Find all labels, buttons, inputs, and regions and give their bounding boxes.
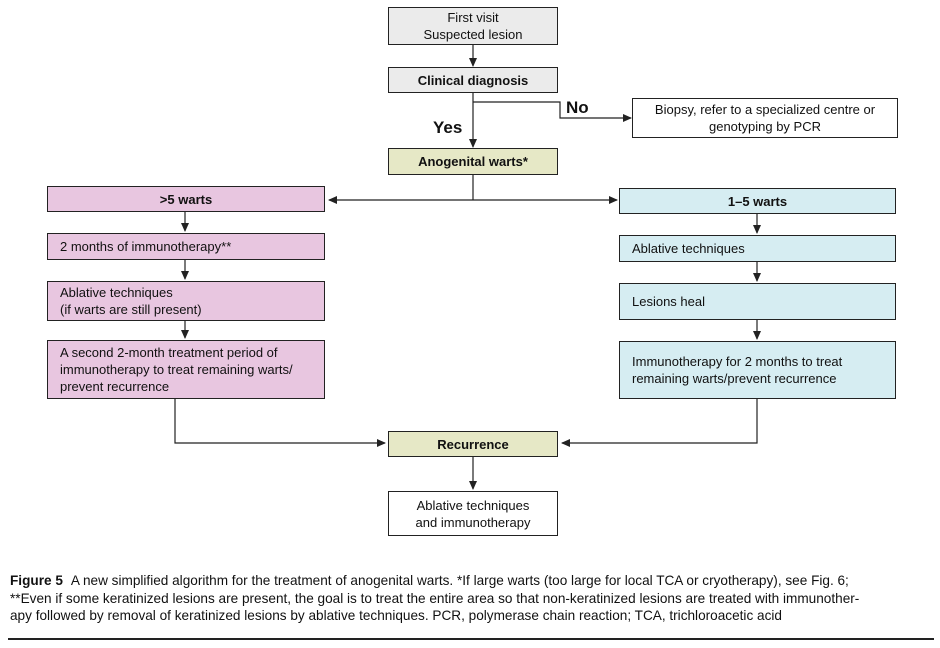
first-visit-line-2: Suspected lesion xyxy=(423,27,523,42)
first-visit-box: First visit Suspected lesion xyxy=(388,7,558,45)
left-second-line-1: A second 2-month treatment period of xyxy=(60,345,278,360)
biopsy-box: Biopsy, refer to a specialized centre or… xyxy=(632,98,898,138)
anogenital-warts-label: Anogenital warts* xyxy=(418,154,528,169)
caption-line-1: Figure 5 A new simplified algorithm for t… xyxy=(10,572,932,590)
left-immunotherapy-label: 2 months of immunotherapy** xyxy=(60,239,232,254)
left-ablative-line-2: (if warts are still present) xyxy=(60,302,202,317)
caption-label: Figure 5 xyxy=(10,573,63,588)
lesions-heal-box: Lesions heal xyxy=(619,283,896,320)
no-label: No xyxy=(566,98,589,117)
left-second-line-2: immunotherapy to treat remaining warts/ xyxy=(60,362,293,377)
one-to-5-warts-box: 1–5 warts xyxy=(619,188,896,214)
left-ablative-box: Ablative techniques (if warts are still … xyxy=(47,281,325,321)
yes-label: Yes xyxy=(433,118,463,137)
right-immuno-line-2: remaining warts/prevent recurrence xyxy=(632,371,837,386)
arrow-left-to-recurrence xyxy=(174,399,386,447)
lesions-heal-label: Lesions heal xyxy=(632,294,705,309)
connector-layer xyxy=(174,44,761,490)
caption-text-1: A new simplified algorithm for the treat… xyxy=(70,573,849,588)
right-immuno-line-1: Immunotherapy for 2 months to treat xyxy=(632,354,843,369)
clinical-diagnosis-label: Clinical diagnosis xyxy=(417,72,529,88)
flowchart: First visit Suspected lesion Clinical di… xyxy=(47,7,898,536)
one-to-5-warts-label: 1–5 warts xyxy=(727,193,788,209)
right-ablative-label: Ablative techniques xyxy=(632,241,745,256)
arrow-right-to-recurrence xyxy=(561,399,758,447)
final-line-2: and immunotherapy xyxy=(415,514,531,530)
clinical-diagnosis-box: Clinical diagnosis xyxy=(388,67,558,93)
biopsy-line-2: genotyping by PCR xyxy=(708,119,821,134)
left-second-line-3: prevent recurrence xyxy=(60,379,170,394)
caption-line-2: **Even if some keratinized lesions are p… xyxy=(10,590,860,606)
biopsy-line-1: Biopsy, refer to a specialized centre or xyxy=(654,102,876,117)
recurrence-label: Recurrence xyxy=(437,436,509,452)
anogenital-warts-box: Anogenital warts* xyxy=(388,148,558,175)
right-immunotherapy-box: Immunotherapy for 2 months to treat rema… xyxy=(619,341,896,399)
final-treatment-box: Ablative techniques and immunotherapy xyxy=(388,491,558,536)
caption-rule xyxy=(8,638,934,640)
more-than-5-warts-box: >5 warts xyxy=(47,186,325,212)
left-ablative-line-1: Ablative techniques xyxy=(60,285,173,300)
left-immunotherapy-box: 2 months of immunotherapy** xyxy=(47,233,325,260)
first-visit-line-1: First visit xyxy=(447,10,499,25)
recurrence-box: Recurrence xyxy=(388,431,558,457)
figure-caption: Figure 5 A new simplified algorithm for t… xyxy=(10,572,932,625)
right-ablative-box: Ablative techniques xyxy=(619,235,896,262)
left-second-treatment-box: A second 2-month treatment period of imm… xyxy=(47,340,325,399)
final-line-1: Ablative techniques xyxy=(416,497,530,513)
caption-line-3: apy followed by removal of keratinized l… xyxy=(10,608,782,623)
more-than-5-warts-label: >5 warts xyxy=(159,191,213,207)
arrow-no-to-biopsy xyxy=(473,101,632,122)
